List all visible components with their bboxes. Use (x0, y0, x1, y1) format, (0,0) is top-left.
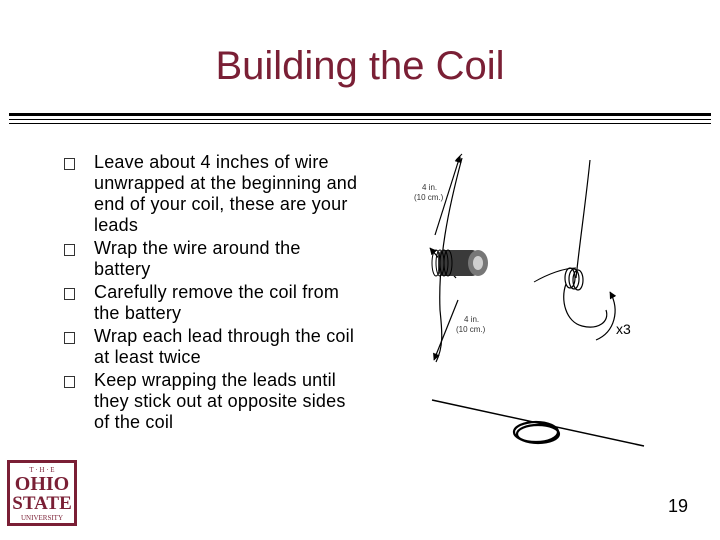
bullet-text: Wrap each lead through the coil at least… (94, 326, 355, 367)
slide-title: Building the Coil (215, 44, 505, 88)
bullet-text: Wrap the wire around the battery (94, 238, 301, 279)
finished-coil-illustration (431, 399, 645, 447)
checkbox-bullet-icon (64, 288, 75, 300)
length-label-top: 4 in. (422, 183, 437, 192)
page-number: 19 (668, 496, 689, 516)
bullet-list: Leave about 4 inches of wire unwrapped a… (62, 152, 362, 435)
bullet-item: Wrap each lead through the coil at least… (62, 326, 362, 368)
bullet-text: Keep wrapping the leads until they stick… (94, 370, 346, 432)
title-rule-thin-1 (9, 119, 711, 120)
title-rule-thin-2 (9, 123, 711, 124)
length-label-bottom-metric: (10 cm.) (456, 325, 486, 334)
arrow-up-icon (434, 155, 462, 236)
bullet-item: Wrap the wire around the battery (62, 238, 362, 280)
ohio-state-logo: T · H · E OHIO STATE UNIVERSITY (7, 460, 77, 526)
checkbox-bullet-icon (64, 376, 75, 388)
bullet-item: Leave about 4 inches of wire unwrapped a… (62, 152, 362, 236)
repeat-label: x3 (616, 321, 631, 337)
checkbox-bullet-icon (64, 244, 75, 256)
battery-coil-illustration: 4 in. (10 cm.) 4 in. (10 cm.) (414, 153, 488, 363)
bullet-item: Carefully remove the coil from the batte… (62, 282, 362, 324)
checkbox-bullet-icon (64, 158, 75, 170)
length-label-bottom: 4 in. (464, 315, 479, 324)
svg-text:STATE: STATE (12, 493, 72, 514)
arrow-diag-icon (433, 299, 459, 361)
svg-text:UNIVERSITY: UNIVERSITY (21, 514, 63, 522)
coil-diagram: 4 in. (10 cm.) 4 in. (10 cm.) x3 (414, 153, 645, 447)
checkbox-bullet-icon (64, 332, 75, 344)
length-label-top-metric: (10 cm.) (414, 193, 444, 202)
bullet-text: Carefully remove the coil from the batte… (94, 282, 340, 323)
svg-text:OHIO: OHIO (15, 473, 69, 495)
free-coil-illustration: x3 (533, 159, 631, 341)
bullet-text: Leave about 4 inches of wire unwrapped a… (94, 152, 358, 235)
bullet-item: Keep wrapping the leads until they stick… (62, 370, 362, 433)
rotate-arrow-icon (595, 291, 617, 341)
battery-icon (438, 250, 478, 276)
svg-text:T · H · E: T · H · E (29, 466, 54, 474)
title-rule-thick (9, 113, 711, 116)
